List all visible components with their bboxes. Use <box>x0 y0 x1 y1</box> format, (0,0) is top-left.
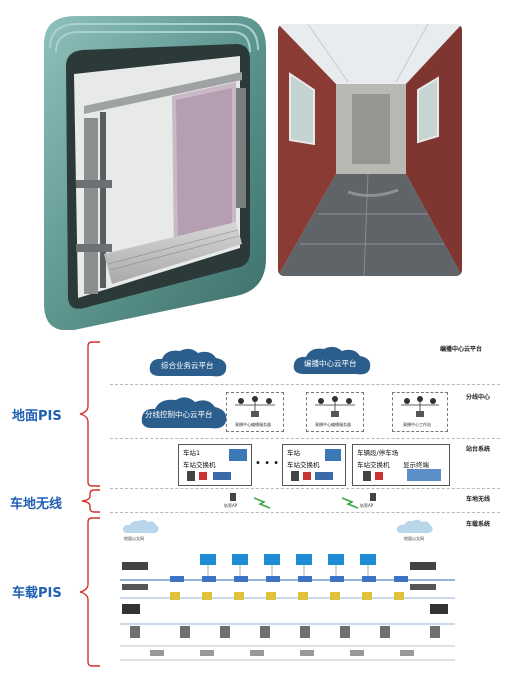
station-1-devices <box>187 449 247 481</box>
tier-divider-3 <box>110 488 500 489</box>
tier-label-vehicle: 车载系统 <box>466 521 491 528</box>
tier-divider-1 <box>110 384 500 385</box>
station-2-devices <box>291 449 341 481</box>
station-3-switch: 车站交换机 <box>357 461 390 469</box>
ground-pis-label: 地面PIS <box>12 409 62 424</box>
tier-label-station: 站台系统 <box>466 446 491 453</box>
corridor-illustration <box>278 24 462 276</box>
station-3-name: 车辆段/停车场 <box>357 449 399 457</box>
cloud-shape-branch <box>141 397 227 429</box>
wireless-link-graphic <box>230 493 376 509</box>
station-2-name: 车站 <box>287 449 300 457</box>
door-frame-render <box>4 8 272 331</box>
section-brackets <box>79 341 100 667</box>
vehicle-cloud-right <box>396 519 433 534</box>
station-1-switch: 车站交换机 <box>183 461 216 469</box>
wireless-ap-2: 轨旁AP <box>360 503 374 508</box>
station-3-display: 显示终端 <box>403 461 429 469</box>
tier-label-wireless: 车地无线 <box>466 496 491 503</box>
station-1-name: 车站1 <box>183 449 201 457</box>
tier-divider-2 <box>110 438 500 439</box>
station-box-2: 车站 车站交换机 <box>282 444 346 486</box>
server-icon-group <box>235 396 275 417</box>
workstation-label-3: 乘播中心工作站 <box>403 422 431 427</box>
station-ellipsis: • • • <box>255 458 280 469</box>
cloud-label-service: 综合业务云平台 <box>161 361 214 370</box>
station-3-devices <box>363 469 441 481</box>
station-box-3: 车辆段/停车场 车站交换机 显示终端 <box>352 444 450 486</box>
workstation-label-2: 乘播中心编播服务器 <box>315 422 351 427</box>
tier-label-platform: 编播中心云平台 <box>440 346 483 353</box>
workstation-box-3: 乘播中心工作站 <box>392 392 448 432</box>
server-icon-group <box>401 396 439 417</box>
workstation-label-1: 乘播中心编播服务器 <box>235 422 271 427</box>
vehicle-tag-right: 地面以太网 <box>404 536 424 541</box>
wireless-ap-1: 轨旁AP <box>224 503 238 508</box>
station-box-1: 车站1 车站交换机 <box>178 444 252 486</box>
tier-label-branch: 分线中心 <box>466 394 491 401</box>
tier-divider-4 <box>110 512 500 513</box>
cloud-label-broadcast: 编播中心云平台 <box>304 359 357 368</box>
server-icon-group <box>315 396 355 417</box>
door-frame-illustration <box>44 16 266 331</box>
corridor-photo <box>278 24 462 276</box>
station-2-switch: 车站交换机 <box>287 461 320 469</box>
workstation-box-2: 乘播中心编播服务器 <box>306 392 364 432</box>
wireless-label: 车地无线 <box>10 497 63 512</box>
vehicle-tag-left: 地面以太网 <box>124 536 144 541</box>
cloud-shape-service <box>149 348 227 377</box>
onboard-pis-label: 车载PIS <box>12 586 62 601</box>
vehicle-cloud-left <box>122 519 159 534</box>
workstation-box-1: 乘播中心编播服务器 <box>226 392 284 432</box>
onboard-network-schematic <box>120 554 455 661</box>
cloud-shape-broadcast <box>293 346 371 375</box>
cloud-label-branch: 分线控制中心云平台 <box>145 410 213 419</box>
